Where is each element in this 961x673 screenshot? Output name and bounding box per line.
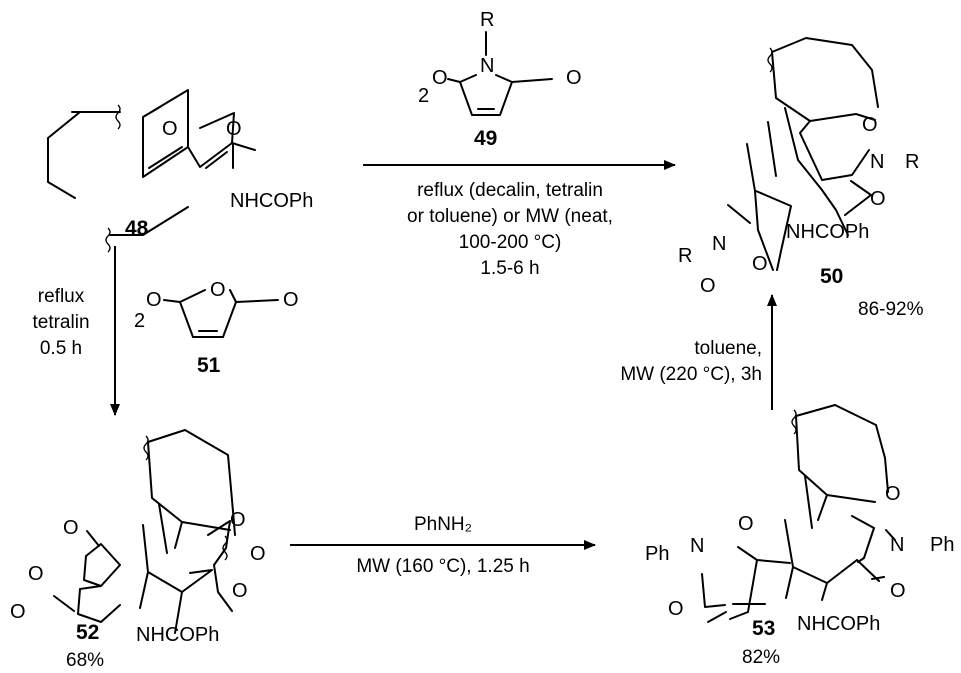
cond-50-line-3: 100-200 °C) (459, 232, 562, 253)
c50-label: 50 (820, 265, 843, 288)
c50-nitrogen-right: N (870, 151, 884, 173)
cond-50-line-4: 1.5-6 h (480, 258, 539, 279)
c52-ring-oxygen-left: O (28, 563, 44, 585)
c48-substituent: NHCOPh (230, 190, 313, 212)
conditions-48-to-52: reflux tetralin 0.5 h (32, 286, 89, 359)
c50-n-substituent-right: R (905, 151, 919, 173)
c52-yield: 68% (66, 650, 104, 671)
c52-double-bonds (53, 503, 168, 612)
c51-bonds (163, 289, 279, 338)
c48-double-bonds (148, 146, 228, 169)
c53-nitrogen-right: N (890, 534, 904, 556)
c49-bonds (447, 31, 553, 116)
compound-52: O O O O O O NHCOPh 52 68% (10, 429, 266, 671)
compound-49: R N O O 2 49 (418, 9, 582, 150)
c52-ring-oxygen-right: O (250, 543, 266, 565)
c52-carbonyl-oxygen-bottom-left: O (10, 601, 26, 623)
c51-oxygen-right: O (283, 289, 299, 311)
cond-53-50-line-2: MW (220 °C), 3h (620, 364, 762, 385)
c51-oxygen-left: O (146, 289, 162, 311)
c48-ring-bonds (47, 89, 256, 236)
c52-ring-bonds (77, 429, 236, 634)
c48-wavy-bond-bottom (105, 227, 111, 253)
cond-50-line-2: or toluene) or MW (neat, (407, 206, 613, 227)
c50-nitrogen-left: N (712, 233, 726, 255)
c51-ring-oxygen: O (210, 279, 226, 301)
c48-ring-oxygen: O (162, 118, 178, 140)
conditions-48-to-50: reflux (decalin, tetralin or toluene) or… (407, 180, 613, 279)
c53-nitrogen-left: N (690, 535, 704, 557)
c52-carbonyl-oxygen-top-left: O (63, 517, 79, 539)
c49-label: 49 (474, 127, 497, 150)
c50-n-substituent-left: R (678, 245, 692, 267)
c53-carbonyl-oxygen-top-left: O (738, 513, 754, 535)
c49-equiv: 2 (418, 85, 429, 107)
c53-carbonyl-oxygen-bottom-right: O (890, 580, 906, 602)
c52-wavy-bond-top (143, 435, 149, 461)
c50-carbonyl-oxygen-right: O (870, 188, 886, 210)
c53-label: 53 (752, 617, 775, 640)
c53-carbonyl-oxygen-bottom-left: O (668, 598, 684, 620)
c49-oxygen-left: O (432, 67, 448, 89)
c49-n-substituent: R (480, 9, 494, 31)
cond-53-above: PhNH₂ (414, 514, 472, 535)
c53-n-substituent-left: Ph (645, 543, 669, 565)
c53-n-substituent-right: Ph (930, 534, 954, 556)
c50-double-bonds (767, 121, 777, 177)
c53-yield: 82% (742, 647, 780, 668)
c50-substituent: NHCOPh (786, 221, 869, 243)
c51-label: 51 (197, 354, 221, 377)
c53-ring-bonds (701, 404, 896, 620)
c50-yield: 86-92% (858, 299, 924, 320)
conditions-53-to-50: toluene, MW (220 °C), 3h (620, 338, 762, 385)
cond-52-line-1: reflux (38, 286, 85, 307)
c51-equiv: 2 (134, 310, 145, 332)
cond-53-50-line-1: toluene, (694, 338, 762, 359)
c50-ring-bonds (727, 37, 879, 271)
cond-50-line-1: reflux (decalin, tetralin (417, 180, 603, 201)
compound-48: O O NHCOPh 48 (47, 89, 313, 253)
c49-nitrogen: N (480, 55, 494, 77)
c52-carbonyl-oxygen-top-right: O (230, 509, 246, 531)
c53-carbonyl-oxygen-top-right: O (885, 483, 901, 505)
c48-label: 48 (125, 217, 149, 240)
c48-carbonyl-oxygen: O (226, 118, 242, 140)
cond-52-line-3: 0.5 h (40, 338, 82, 359)
compound-51: O O O 2 51 (134, 279, 299, 377)
c52-substituent: NHCOPh (136, 624, 219, 646)
c53-substituent: NHCOPh (797, 613, 880, 635)
compound-50: O N R O NHCOPh R N O O 50 86-92% (678, 37, 924, 320)
c50-carbonyl-oxygen-top: O (862, 114, 878, 136)
c52-label: 52 (76, 621, 99, 644)
cond-53-below: MW (160 °C), 1.25 h (356, 556, 529, 577)
c53-double-bonds (707, 475, 813, 623)
c49-oxygen-right: O (566, 67, 582, 89)
c52-carbonyl-oxygen-bottom-right: O (232, 580, 248, 602)
c50-carbonyl-oxygen-bottom: O (700, 275, 716, 297)
cond-52-line-2: tetralin (32, 312, 89, 333)
c50-carbonyl-oxygen-middle: O (752, 253, 768, 275)
compound-53: Ph N O O O N Ph O NHCOPh 53 82% (645, 404, 954, 668)
conditions-52-to-53: PhNH₂ MW (160 °C), 1.25 h (356, 514, 529, 577)
c48-wavy-bond-top (115, 104, 121, 130)
